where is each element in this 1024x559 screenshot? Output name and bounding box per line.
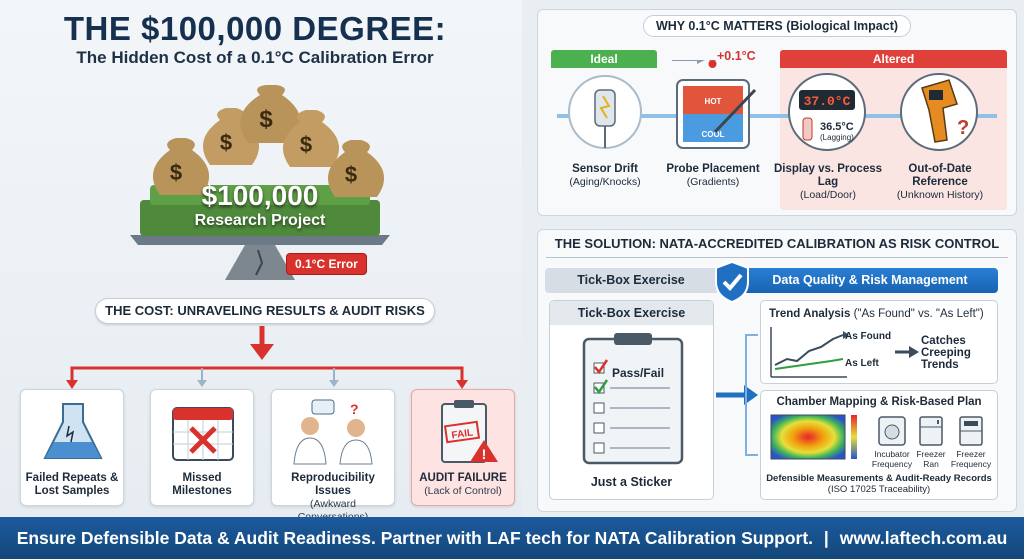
catches-trends-label: Catches Creeping Trends (921, 335, 971, 371)
why-heading: WHY 0.1°C MATTERS (Biological Impact) (642, 15, 912, 37)
as-left-label: As Left (845, 358, 879, 369)
clipboard-fail-icon: FAIL ! (441, 400, 498, 463)
footer-url[interactable]: www.laftech.com.au (839, 528, 1008, 548)
money-bag-icon: $ (152, 138, 210, 195)
thermometer-icon (708, 60, 717, 68)
footer-text: Ensure Defensible Data & Audit Readiness… (16, 528, 814, 548)
cost-card-missed-milestones: Missed Milestones (150, 389, 254, 506)
shield-check-icon (715, 260, 749, 304)
right-arrow-icon (895, 346, 919, 358)
factor-label: Out-of-Date Reference (Unknown History) (896, 163, 984, 201)
mapping-title: Chamber Mapping & Risk-Based Plan (776, 396, 982, 408)
svg-text:$: $ (170, 160, 182, 185)
freezer-icon (959, 416, 983, 446)
footer-separator: | (823, 528, 829, 548)
probe-placement-icon: HOT COOL (676, 79, 757, 149)
tab-data-quality: Data Quality & Risk Management (742, 268, 998, 293)
incubator-icon (878, 416, 906, 446)
right-arrow-icon (744, 385, 758, 405)
scientists-talking-icon: ? (293, 399, 373, 465)
tab-tick-box-exercise: Tick-Box Exercise (545, 268, 717, 293)
tick-box-card-title: Tick-Box Exercise (550, 301, 713, 325)
lag-reading: 36.5°C (Lagging) (820, 121, 854, 142)
cost-card-failed-repeats: Failed Repeats & Lost Samples (20, 389, 124, 506)
cash-stack (140, 200, 380, 236)
error-badge: 0.1°C Error (286, 253, 367, 275)
device-label: Freezer Frequency (950, 449, 992, 469)
trend-title: Trend Analysis ("As Found" vs. "As Left"… (769, 308, 984, 320)
sticker-label: Just a Sticker (590, 475, 673, 489)
svg-text:!: ! (482, 446, 487, 462)
chamber-mapping-card: Chamber Mapping & Risk-Based Plan (760, 390, 998, 500)
svg-text:?: ? (350, 401, 359, 417)
balance-beam (130, 235, 390, 245)
sensor-probe-icon (568, 75, 642, 149)
project-name: Research Project (194, 212, 326, 229)
project-value-label: $100,000 Research Project (160, 180, 360, 230)
checklist-clipboard-icon (582, 333, 684, 465)
cost-item-label: Failed Repeats & Lost Samples (25, 472, 119, 497)
cost-card-audit-failure: FAIL ! AUDIT FAILURE (Lack of Control) (411, 389, 515, 506)
reference-thermometer-gun-icon: ? (900, 73, 978, 151)
flask-icon (43, 403, 103, 459)
as-found-label: As Found (845, 331, 892, 342)
tick-box-card: Tick-Box Exercise Pass/Fail Just a Stick… (549, 300, 714, 500)
svg-text:COOL: COOL (701, 130, 724, 139)
money-bag-icon: $ (327, 140, 385, 197)
ideal-label: Ideal (551, 50, 657, 68)
cost-item-label: AUDIT FAILURE (Lack of Control) (419, 472, 507, 497)
biological-impact-illustration: HOT COOL 37.0°C ? (557, 60, 997, 151)
transition-arrows (716, 334, 758, 456)
factor-label: Sensor Drift (Aging/Knocks) (569, 163, 641, 188)
altered-label: Altered (780, 50, 1007, 68)
trend-line-chart-icon (770, 327, 849, 378)
svg-text:?: ? (957, 117, 969, 139)
heatmap-icon (770, 414, 857, 460)
page-title: THE $100,000 DEGREE: (63, 10, 447, 47)
pass-fail-label: Pass/Fail (612, 366, 665, 380)
money-bag-icon: $ (240, 85, 301, 143)
cost-item-label: Missed Milestones (172, 472, 232, 497)
svg-text:$: $ (345, 162, 357, 187)
solution-heading: THE SOLUTION: NATA-ACCREDITED CALIBRATIO… (554, 236, 1000, 251)
balance-fulcrum (225, 245, 295, 280)
down-arrow-icon (250, 344, 274, 360)
freezer-icon (919, 416, 943, 446)
device-label: Incubator Frequency (871, 449, 913, 469)
svg-text:$: $ (259, 106, 273, 133)
cost-flow-arrows (66, 326, 468, 389)
delta-label: +0.1°C (717, 49, 756, 63)
calendar-icon (172, 407, 234, 461)
trend-analysis-card: Trend Analysis ("As Found" vs. "As Left"… (760, 300, 998, 384)
money-bag-icon: $ (202, 108, 260, 165)
page-subtitle: The Hidden Cost of a 0.1°C Calibration E… (76, 48, 434, 67)
footer-banner: Ensure Defensible Data & Audit Readiness… (0, 517, 1024, 559)
warning-icon (470, 440, 498, 462)
project-amount: $100,000 (201, 180, 319, 211)
svg-text:HOT: HOT (705, 97, 722, 106)
svg-text:$: $ (300, 132, 312, 157)
cost-card-reproducibility: ? Reproducibility Issues (Awkward Conver… (271, 389, 395, 523)
crack-icon (255, 249, 264, 276)
svg-text:FAIL: FAIL (451, 428, 474, 442)
display-vs-process-icon: 37.0°C (788, 73, 866, 151)
money-bag-icon: $ (282, 110, 340, 167)
factor-label: Probe Placement (Gradients) (666, 163, 760, 188)
svg-text:37.0°C: 37.0°C (804, 94, 851, 109)
cost-banner: THE COST: UNRAVELING RESULTS & AUDIT RIS… (95, 298, 435, 324)
svg-text:$: $ (220, 130, 232, 155)
factor-label: Display vs. Process Lag (Load/Door) (773, 163, 883, 201)
divider (546, 257, 1008, 258)
device-label: Freezer Ran (916, 449, 946, 469)
money-bags-illustration: $ $ $ $ $ (130, 85, 390, 280)
mapping-footnote: Defensible Measurements & Audit-Ready Re… (766, 473, 992, 495)
